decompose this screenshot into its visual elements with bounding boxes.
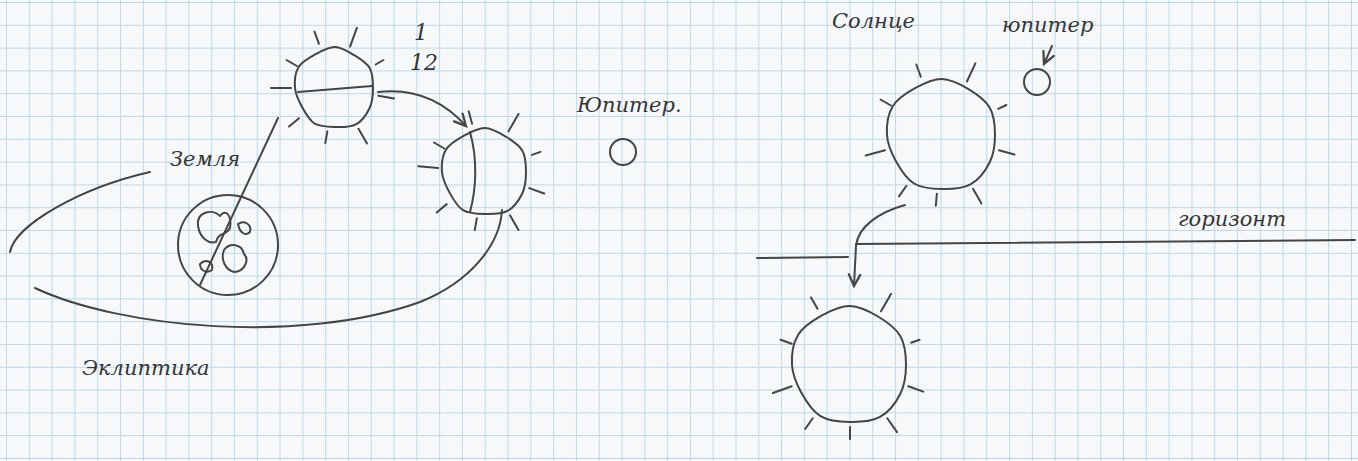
sun-ray [805, 418, 812, 429]
sun-ray [908, 386, 923, 391]
sun-ray [529, 188, 544, 193]
sun-ray [376, 60, 384, 65]
sun-disc [792, 306, 906, 422]
sun-ray [510, 215, 519, 230]
sun-figure [866, 63, 1015, 205]
sun-ray [469, 111, 472, 124]
planet-node: Юпитер. [575, 92, 695, 172]
sun-ray [780, 340, 791, 344]
leader-arrow [1044, 46, 1052, 64]
sun-node: Солнце [830, 8, 1020, 220]
sun-ray [378, 96, 394, 99]
sun-ray [509, 114, 519, 131]
earth-globe [178, 195, 278, 295]
planet-node: юпитер [1000, 12, 1130, 102]
sun-ray [999, 150, 1014, 154]
sun-figure [418, 111, 544, 230]
continent-sketch [223, 245, 247, 272]
sun-group [271, 28, 923, 439]
continent-sketch [238, 222, 250, 234]
sun-ray [325, 131, 327, 143]
sun-ray [350, 28, 357, 47]
callout-number: 12 [410, 50, 438, 76]
sun-ray [899, 186, 906, 197]
sun-ray [359, 129, 368, 144]
sun-ray [437, 204, 447, 212]
horizon-line [757, 240, 1355, 258]
sun-ray [314, 32, 318, 44]
callout-number: 1 [414, 20, 428, 46]
earth-node: Земля [160, 146, 300, 298]
motion-arrow [378, 91, 466, 126]
node-label: Солнце [832, 8, 915, 34]
sun-ray [418, 166, 438, 168]
ecliptic-curve [10, 172, 150, 252]
sun-stroke [470, 132, 475, 212]
sun-ray [532, 152, 540, 155]
annotation-label: горизонт [1178, 206, 1286, 232]
sun-ray [973, 189, 982, 204]
sun-ray [911, 340, 919, 343]
sun-disc [442, 128, 526, 214]
sun-ray [998, 105, 1006, 109]
sun-ray [271, 87, 291, 89]
node-label: юпитер [1002, 12, 1093, 38]
node-label: Юпитер. [577, 92, 682, 118]
sun-ray [773, 386, 792, 393]
sun-ray [811, 297, 818, 308]
jupiter-circle [610, 139, 636, 165]
ecliptic-curve [35, 210, 502, 327]
sun-ray [434, 143, 444, 149]
annotation-label: Эклиптика [82, 355, 210, 381]
sun-ray [287, 60, 297, 66]
node-label: Земля [170, 146, 240, 172]
jupiter-circle [1024, 69, 1050, 95]
sun-ray [849, 427, 851, 439]
sun-ray [475, 218, 477, 230]
sun-disc [887, 79, 995, 189]
setting-arrow [854, 205, 905, 286]
sun-ray [967, 63, 975, 81]
sun-ray [887, 418, 897, 432]
sun-ray [916, 65, 920, 77]
sun-ray [936, 194, 937, 206]
continent-sketch [198, 212, 231, 242]
sun-figure [773, 294, 923, 439]
sun-ray [881, 100, 891, 106]
sun-figure [271, 28, 394, 144]
sun-ray [289, 118, 299, 126]
node-outline [830, 8, 1020, 220]
earth-axis [200, 118, 278, 285]
earth-figure [178, 195, 278, 295]
continent-sketch [200, 261, 212, 271]
sun-ray [881, 294, 891, 311]
sun-ray [866, 150, 885, 155]
sun-disc [295, 47, 373, 127]
sun-stroke [298, 86, 372, 92]
